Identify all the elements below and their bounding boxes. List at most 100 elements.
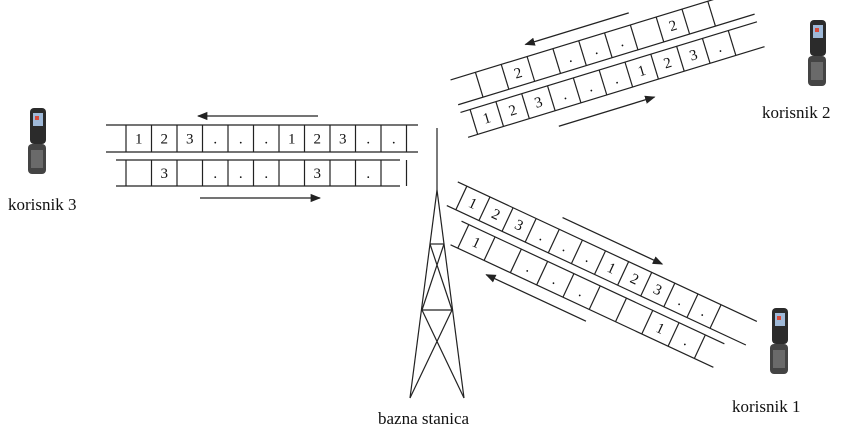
base-station-label: bazna stanica bbox=[378, 409, 470, 428]
user2-uplink-divider bbox=[681, 8, 691, 35]
user3-downlink-slot: . bbox=[392, 132, 396, 148]
user1-downlink-slot: . bbox=[675, 293, 685, 309]
user3-uplink-slot: . bbox=[239, 166, 243, 182]
user3-downlink-slot: . bbox=[239, 132, 243, 148]
user3-label: korisnik 3 bbox=[8, 195, 76, 214]
user3-uplink-slot: . bbox=[366, 166, 370, 182]
user3-downlink-slot: . bbox=[366, 132, 370, 148]
user2-uplink-slot: 2 bbox=[667, 18, 679, 35]
user1-downlink-slot: 1 bbox=[604, 260, 618, 278]
user1-link: 123...123.. 1...1. bbox=[446, 181, 758, 368]
user1-uplink-slot: 1 bbox=[469, 235, 483, 253]
user2-uplink-divider bbox=[552, 48, 562, 74]
user2-phone-icon bbox=[808, 20, 826, 86]
user1-uplink-slot: 1 bbox=[653, 320, 667, 338]
user2-downlink-divider bbox=[676, 46, 685, 72]
user1-phone-icon bbox=[770, 308, 788, 374]
user3-phone-icon bbox=[28, 108, 46, 174]
user1-downlink-slot: 2 bbox=[489, 206, 503, 224]
user2-uplink-divider bbox=[474, 72, 484, 98]
user3-link: 1 2 3... 1 2 3.. 3... 3. bbox=[106, 111, 418, 203]
user1-uplink-divider bbox=[588, 285, 601, 310]
user1-uplink-divider bbox=[562, 273, 575, 298]
user2-downlink-slot: 2 bbox=[662, 55, 674, 72]
user1-uplink-slot: . bbox=[681, 333, 691, 349]
user2-downlink-slot: 1 bbox=[481, 110, 493, 127]
user2-uplink-divider bbox=[707, 1, 716, 27]
user2-uplink-divider bbox=[629, 24, 639, 50]
user3-downlink-slot: . bbox=[213, 132, 217, 148]
user1-uplink-divider bbox=[667, 322, 680, 347]
user3-downlink-slot: 1 bbox=[288, 132, 296, 148]
user2-downlink-divider bbox=[546, 85, 556, 111]
user3-uplink-slot: 3 bbox=[161, 166, 169, 182]
user2-downlink-slot: . bbox=[612, 71, 620, 87]
user2-downlink-slot: 3 bbox=[688, 47, 700, 64]
user2-uplink-slot: . bbox=[617, 34, 625, 50]
user2-downlink-slot: 2 bbox=[507, 102, 519, 119]
user1-downlink-divider bbox=[455, 185, 468, 211]
user3-downlink-slot: 1 bbox=[135, 132, 143, 148]
user2-downlink-divider bbox=[598, 69, 608, 96]
user2-label: korisnik 2 bbox=[762, 103, 830, 122]
user2-uplink-divider bbox=[578, 40, 587, 66]
user2-downlink-slot: 3 bbox=[533, 94, 545, 111]
user1-uplink-slot: . bbox=[524, 260, 534, 276]
user1-uplink-divider bbox=[536, 261, 549, 286]
user1-downlink-divider bbox=[478, 196, 491, 221]
user1-uplink-slot: . bbox=[550, 272, 560, 288]
user2-uplink-slot: . bbox=[592, 42, 600, 58]
user1-uplink-divider bbox=[693, 334, 706, 359]
user1-downlink-slot: 1 bbox=[466, 195, 480, 213]
user1-downlink-slot: . bbox=[537, 229, 547, 245]
user3-uplink-slot: 3 bbox=[314, 166, 322, 182]
user2-downlink-divider bbox=[727, 30, 737, 56]
user2-downlink-divider bbox=[572, 77, 582, 103]
user2-uplink-divider bbox=[526, 56, 536, 82]
user2-downlink-slot: . bbox=[586, 79, 594, 95]
user1-downlink-divider bbox=[686, 293, 699, 318]
user2-downlink-divider bbox=[624, 61, 634, 88]
user1-uplink-arrow bbox=[485, 274, 587, 322]
user2-downlink-arrow bbox=[558, 95, 656, 127]
user2-uplink-arrow bbox=[524, 12, 629, 46]
user2-downlink-divider bbox=[495, 101, 505, 127]
user1-downlink-divider bbox=[709, 304, 722, 329]
user1-uplink-divider bbox=[483, 236, 496, 261]
user3-downlink-slot: 3 bbox=[339, 132, 347, 148]
user1-uplink-divider bbox=[641, 310, 654, 335]
user2-uplink-slot: 2 bbox=[512, 65, 524, 82]
user1-downlink-divider bbox=[663, 282, 676, 307]
user3-downlink-slot: 2 bbox=[314, 132, 322, 148]
user1-label: korisnik 1 bbox=[732, 397, 800, 416]
user3-uplink-slot: . bbox=[213, 166, 217, 182]
user2-downlink-slot: . bbox=[560, 87, 568, 103]
user2-downlink-divider bbox=[469, 109, 479, 135]
user2-downlink-slot: . bbox=[715, 40, 723, 56]
user3-uplink-slot: . bbox=[264, 166, 268, 182]
user1-downlink-slot: . bbox=[583, 250, 593, 266]
user2-downlink-divider bbox=[521, 93, 530, 119]
user2-downlink-slot: 1 bbox=[636, 63, 648, 80]
user1-downlink-divider bbox=[547, 229, 560, 254]
user3-downlink-slot: 3 bbox=[186, 132, 194, 148]
user1-downlink-arrow bbox=[562, 216, 664, 265]
user1-downlink-divider bbox=[593, 250, 607, 275]
user2-uplink-slot: . bbox=[566, 50, 574, 66]
user1-downlink-slot: . bbox=[699, 304, 709, 320]
user3-downlink-slot: 2 bbox=[161, 132, 169, 148]
user1-uplink-divider bbox=[457, 224, 470, 249]
user1-uplink-divider bbox=[509, 248, 522, 273]
user2-uplink-divider bbox=[603, 32, 613, 58]
user1-downlink-slot: . bbox=[560, 239, 570, 255]
user1-uplink-slot: . bbox=[576, 284, 586, 300]
user1-downlink-divider bbox=[617, 261, 630, 286]
user2-downlink-divider bbox=[701, 38, 711, 64]
user1-downlink-divider bbox=[501, 207, 514, 232]
user1-downlink-slot: 3 bbox=[512, 217, 526, 235]
base-station-tower-icon bbox=[409, 128, 465, 399]
user3-downlink-slot: . bbox=[264, 132, 268, 148]
